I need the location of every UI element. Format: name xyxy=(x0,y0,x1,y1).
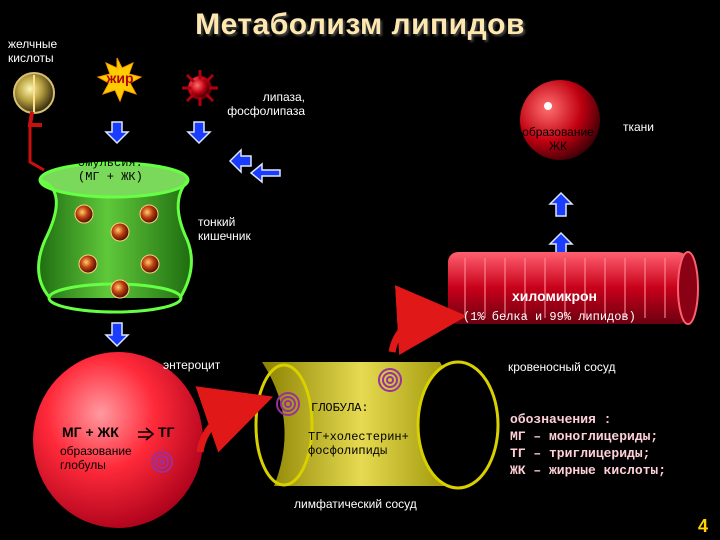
blood-vessel xyxy=(448,251,699,325)
arrow-left-icon xyxy=(249,162,281,184)
globule-formation-label: образование глобулы xyxy=(60,444,132,472)
arrow-up-icon xyxy=(548,191,574,217)
fat-label: жир xyxy=(106,70,134,86)
mg-fa-label: МГ + ЖК xyxy=(62,424,119,440)
arrow-left-icon xyxy=(228,148,252,174)
legend: обозначения : МГ – моноглицериды; ТГ – т… xyxy=(510,411,666,479)
tg-label: ТГ xyxy=(158,424,175,440)
curved-arrow-icon xyxy=(195,386,274,453)
globule-content: ТГ+холестерин+ фосфолипиды xyxy=(308,430,409,458)
lipase-enzyme-icon xyxy=(182,70,218,106)
emulsion-label: эмульсия: (МГ + ЖК) xyxy=(78,156,143,184)
arrow-down-icon xyxy=(186,121,212,145)
bile-acids-label: желчные кислоты xyxy=(8,37,58,65)
lymph-vessel-label: лимфатический сосуд xyxy=(294,497,417,511)
emulsion-droplets xyxy=(74,204,160,299)
globule-icon xyxy=(276,368,402,416)
lymph-vessel xyxy=(254,360,500,490)
tissues-label: ткани xyxy=(623,120,655,134)
arrow-down-icon xyxy=(104,121,130,145)
chylomicron-composition: (1% белка и 99% липидов) xyxy=(463,310,636,324)
legend-item: ЖК – жирные кислоты; xyxy=(510,463,667,478)
small-intestine-label: тонкий кишечник xyxy=(198,215,251,243)
enterocyte-label: энтероцит xyxy=(163,358,221,372)
enterocyte-cell xyxy=(33,352,203,528)
lipase-label: липаза, фосфолипаза xyxy=(227,90,305,118)
bile-acid-molecule-icon xyxy=(13,72,55,172)
implies-arrow-icon xyxy=(138,427,155,441)
fa-formation-label: образование ЖК xyxy=(522,125,594,153)
legend-heading: обозначения : xyxy=(510,412,612,427)
blood-vessel-label: кровеносный сосуд xyxy=(508,360,616,374)
legend-item: ТГ – триглицериды; xyxy=(510,446,651,461)
page-number: 4 xyxy=(698,516,709,536)
legend-item: МГ – моноглицериды; xyxy=(510,429,659,444)
tissue-cell-icon xyxy=(520,80,600,160)
globule-icon-small xyxy=(151,451,173,473)
page-title: Метаболизм липидов xyxy=(195,8,525,41)
curved-arrow-icon xyxy=(388,285,467,356)
fat-burst-icon xyxy=(96,57,143,103)
arrow-down-icon xyxy=(104,322,130,348)
globule-label: ГЛОБУЛА: xyxy=(311,401,369,415)
chylomicron-label: хиломикрон xyxy=(512,288,597,304)
